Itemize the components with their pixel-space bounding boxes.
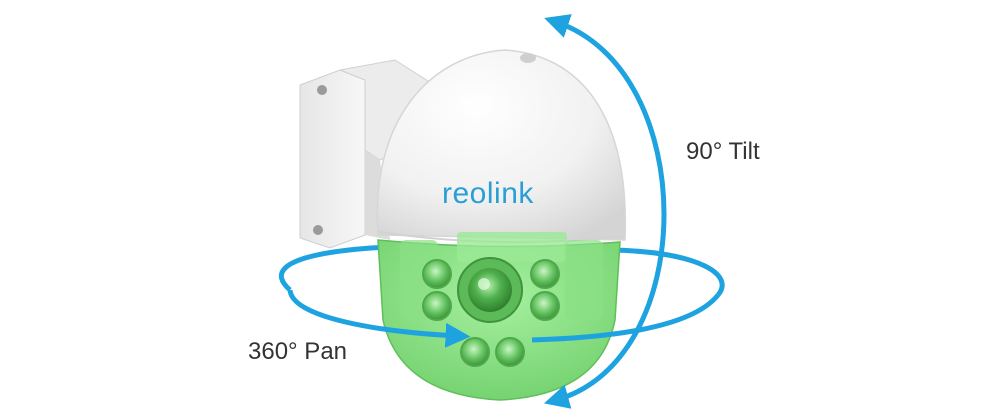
pan-arrow-back <box>278 244 391 292</box>
pan-label: 360° Pan <box>248 338 348 365</box>
brand-logo: reolink <box>442 177 534 210</box>
ir-led <box>495 337 525 367</box>
ir-led <box>530 259 560 289</box>
ir-led <box>422 291 452 321</box>
ir-led <box>422 259 452 289</box>
pan-arrow-front-left <box>287 289 471 348</box>
ir-led <box>530 291 560 321</box>
tilt-label: 90° Tilt <box>686 138 760 165</box>
pan-arrow-back-right <box>611 247 725 297</box>
tilt-arrow-icon <box>543 14 667 409</box>
camera-lens <box>457 257 523 323</box>
ir-led <box>460 337 490 367</box>
